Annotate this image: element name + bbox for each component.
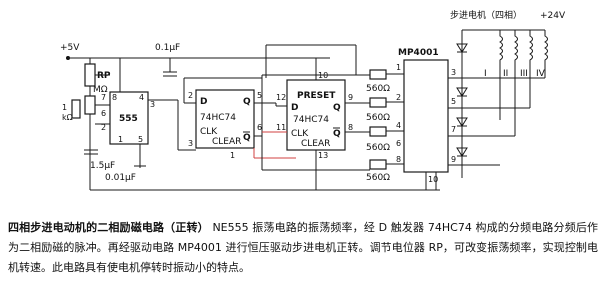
ff1-pin6: 6 bbox=[257, 123, 262, 132]
phase-3-label: III bbox=[520, 69, 528, 79]
ff2-pin12: 12 bbox=[276, 93, 286, 102]
ctrl-cap-label: 0.01μF bbox=[105, 173, 136, 183]
diode-3 bbox=[456, 117, 468, 127]
ne555-pin5: 5 bbox=[138, 135, 143, 144]
diode-4 bbox=[456, 147, 468, 157]
mp-pin7: 7 bbox=[451, 125, 456, 134]
winding-3 bbox=[529, 30, 533, 108]
circuit-diagram: +5V RP MΩ 1 kΩ 1.5μF 555 7 8 4 6 3 2 1 5… bbox=[60, 9, 566, 191]
resistor-4 bbox=[369, 159, 387, 170]
ff2-q-label: Q bbox=[333, 103, 341, 113]
ne555-pin3: 3 bbox=[150, 100, 155, 109]
mohm-label: MΩ bbox=[93, 85, 108, 95]
ff2-pin13: 13 bbox=[318, 151, 328, 160]
resistor-1-label: 560Ω bbox=[366, 84, 390, 94]
winding-2 bbox=[514, 30, 518, 136]
mp-pin8: 8 bbox=[396, 155, 401, 164]
ne555-pin7: 7 bbox=[101, 93, 106, 102]
supply-5v-label: +5V bbox=[60, 43, 80, 53]
phase-4-label: IV bbox=[536, 69, 546, 79]
ff1-q-label: Q bbox=[243, 97, 251, 107]
kohm-unit-label: kΩ bbox=[62, 113, 73, 122]
ff2-pin9: 9 bbox=[348, 93, 353, 102]
ne555-pin8: 8 bbox=[112, 93, 117, 102]
caption: 四相步进电动机的二相励磁电路（正转） NE555 振荡电路的振荡频率，经 D 触… bbox=[8, 218, 598, 278]
ff2-d-label: D bbox=[291, 103, 298, 113]
ne555-pin4: 4 bbox=[139, 93, 144, 102]
kohm-num-label: 1 bbox=[62, 103, 67, 112]
decoupling-cap-label: 0.1μF bbox=[155, 43, 180, 53]
caption-body: NE555 振荡电路的振荡频率，经 D 触发器 74HC74 构成的分频电路分频… bbox=[8, 221, 599, 274]
ff1-d-label: D bbox=[200, 97, 207, 107]
ff2-qbar-label: Q bbox=[333, 129, 341, 139]
mohm-resistor bbox=[84, 95, 96, 115]
diode-2 bbox=[456, 87, 468, 97]
ff2-pin11: 11 bbox=[276, 123, 286, 132]
rp-label: RP bbox=[97, 71, 111, 81]
ff1-pin1: 1 bbox=[230, 151, 235, 160]
winding-4 bbox=[544, 30, 548, 78]
resistor-3-label: 560Ω bbox=[366, 143, 390, 153]
ff2-chip-label: 74HC74 bbox=[293, 115, 329, 125]
mp-pin5: 5 bbox=[451, 97, 456, 106]
resistor-4-label: 560Ω bbox=[366, 173, 390, 183]
ff2-pin8: 8 bbox=[348, 123, 353, 132]
ff1-clk-label: CLK bbox=[200, 127, 218, 137]
supply-24v-label: +24V bbox=[540, 11, 566, 21]
resistor-2-label: 560Ω bbox=[366, 113, 390, 123]
ne555-pin1: 1 bbox=[118, 135, 123, 144]
rp-potentiometer bbox=[84, 63, 96, 87]
ff1-chip-label: 74HC74 bbox=[200, 113, 236, 123]
ff1-pin3: 3 bbox=[188, 139, 193, 148]
mp-pin3: 3 bbox=[451, 68, 456, 77]
resistor-1 bbox=[369, 69, 387, 80]
ff1-pin2: 2 bbox=[188, 91, 193, 100]
mp-pin10: 10 bbox=[428, 175, 438, 184]
mp-pin2: 2 bbox=[396, 93, 401, 102]
ne555-label: 555 bbox=[119, 114, 138, 124]
mp-pin9: 9 bbox=[451, 155, 456, 164]
winding-1 bbox=[499, 30, 503, 120]
ff2-clk-label: CLK bbox=[291, 129, 309, 139]
ff1-pin5: 5 bbox=[257, 91, 262, 100]
ff1-chip bbox=[195, 89, 255, 149]
ff1-clear-label: CLEAR bbox=[212, 137, 241, 147]
kohm-resistor bbox=[71, 99, 81, 119]
mp4001-label: MP4001 bbox=[398, 48, 439, 58]
ne555-pin2: 2 bbox=[101, 123, 106, 132]
mp-pin6: 6 bbox=[396, 139, 401, 148]
phase-2-label: II bbox=[503, 69, 508, 79]
ne555-chip bbox=[109, 91, 149, 145]
ff2-clear-label: CLEAR bbox=[301, 139, 330, 149]
mp4001-chip bbox=[403, 59, 449, 173]
ne555-pin6: 6 bbox=[101, 109, 106, 118]
resistor-3 bbox=[369, 126, 387, 137]
caption-title: 四相步进电动机的二相励磁电路（正转） bbox=[8, 221, 209, 234]
resistor-2 bbox=[369, 97, 387, 108]
mp-pin4: 4 bbox=[396, 121, 401, 130]
ff2-preset-label: PRESET bbox=[297, 91, 336, 101]
motor-label: 步进电机（四相） bbox=[450, 9, 522, 21]
timing-cap-label: 1.5μF bbox=[90, 161, 115, 171]
phase-1-label: I bbox=[484, 69, 487, 79]
ff1-qbar-label: Q bbox=[243, 133, 251, 143]
mp-pin1: 1 bbox=[396, 63, 401, 72]
diode-1 bbox=[456, 43, 468, 53]
